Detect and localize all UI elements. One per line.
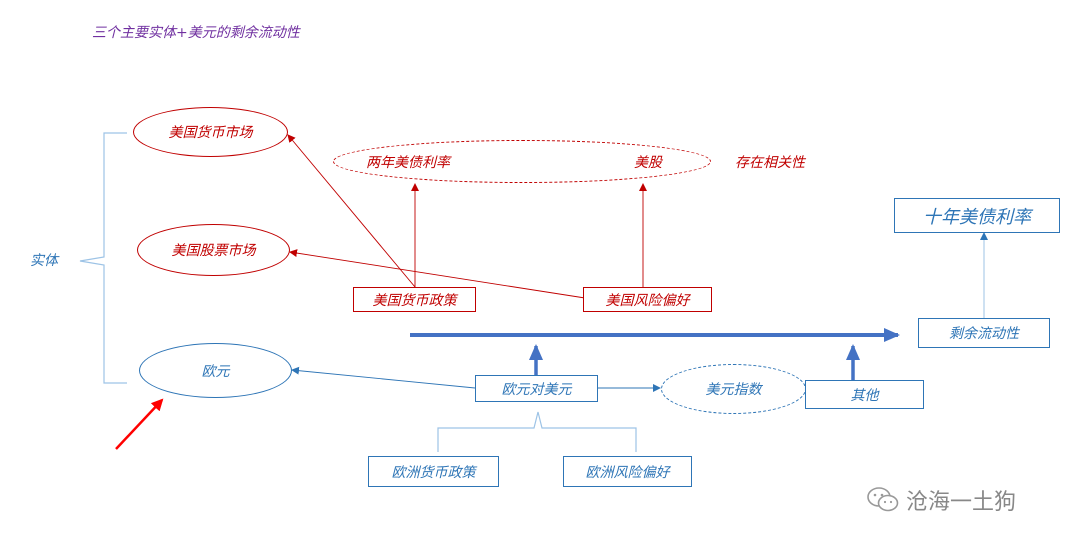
eur-usd-label: 欧元对美元 (501, 381, 572, 398)
eu-risk-appetite-label: 欧洲风险偏好 (585, 464, 670, 481)
eu-monetary-policy-box: 欧洲货币政策 (368, 456, 499, 487)
eur-usd-box: 欧元对美元 (475, 375, 598, 402)
us-risk-appetite-label: 美国风险偏好 (605, 292, 690, 309)
us-money-market-ellipse: 美国货币市场 (133, 107, 288, 157)
correlation-note: 存在相关性 (735, 155, 805, 171)
two-year-yield-label: 两年美债利率 (366, 154, 450, 171)
dollar-index-ellipse: 美元指数 (661, 364, 806, 414)
residual-liquidity-box: 剩余流动性 (918, 318, 1050, 348)
diagram-title: 三个主要实体+美元的剩余流动性 (92, 25, 300, 41)
us-stock-market-label: 美国股票市场 (171, 243, 256, 259)
residual-liquidity-label: 剩余流动性 (949, 326, 1019, 342)
watermark-text: 沧海一土狗 (906, 490, 1017, 515)
others-label: 其他 (850, 387, 879, 404)
ten-year-yield-label: 十年美债利率 (923, 206, 1031, 228)
correlation-ellipse: 两年美债利率 美股 (333, 140, 711, 183)
eu-monetary-policy-label: 欧洲货币政策 (391, 464, 476, 481)
others-box: 其他 (805, 380, 924, 409)
red-pointer-arrow (115, 398, 164, 450)
watermark: 沧海一土狗 (866, 484, 1016, 516)
us-money-market-label: 美国货币市场 (168, 125, 253, 141)
euro-label: 欧元 (201, 363, 230, 380)
entity-brace (79, 132, 127, 384)
wechat-icon (867, 487, 899, 512)
us-stocks-label: 美股 (634, 154, 662, 171)
us-monetary-policy-label: 美国货币政策 (372, 292, 457, 309)
us-monetary-policy-box: 美国货币政策 (353, 287, 476, 312)
euro-ellipse: 欧元 (139, 343, 292, 398)
eu-brace (437, 411, 637, 452)
arrow-policy-to-money-market (287, 134, 416, 288)
arrow-eurusd-to-euro (291, 366, 476, 389)
us-stock-market-ellipse: 美国股票市场 (137, 224, 290, 276)
dollar-index-label: 美元指数 (705, 382, 762, 398)
arrow-risk-to-stock-market (289, 249, 586, 299)
eu-risk-appetite-box: 欧洲风险偏好 (563, 456, 692, 487)
us-risk-appetite-box: 美国风险偏好 (583, 287, 712, 312)
ten-year-yield-box: 十年美债利率 (894, 198, 1060, 233)
entity-label: 实体 (30, 253, 58, 269)
